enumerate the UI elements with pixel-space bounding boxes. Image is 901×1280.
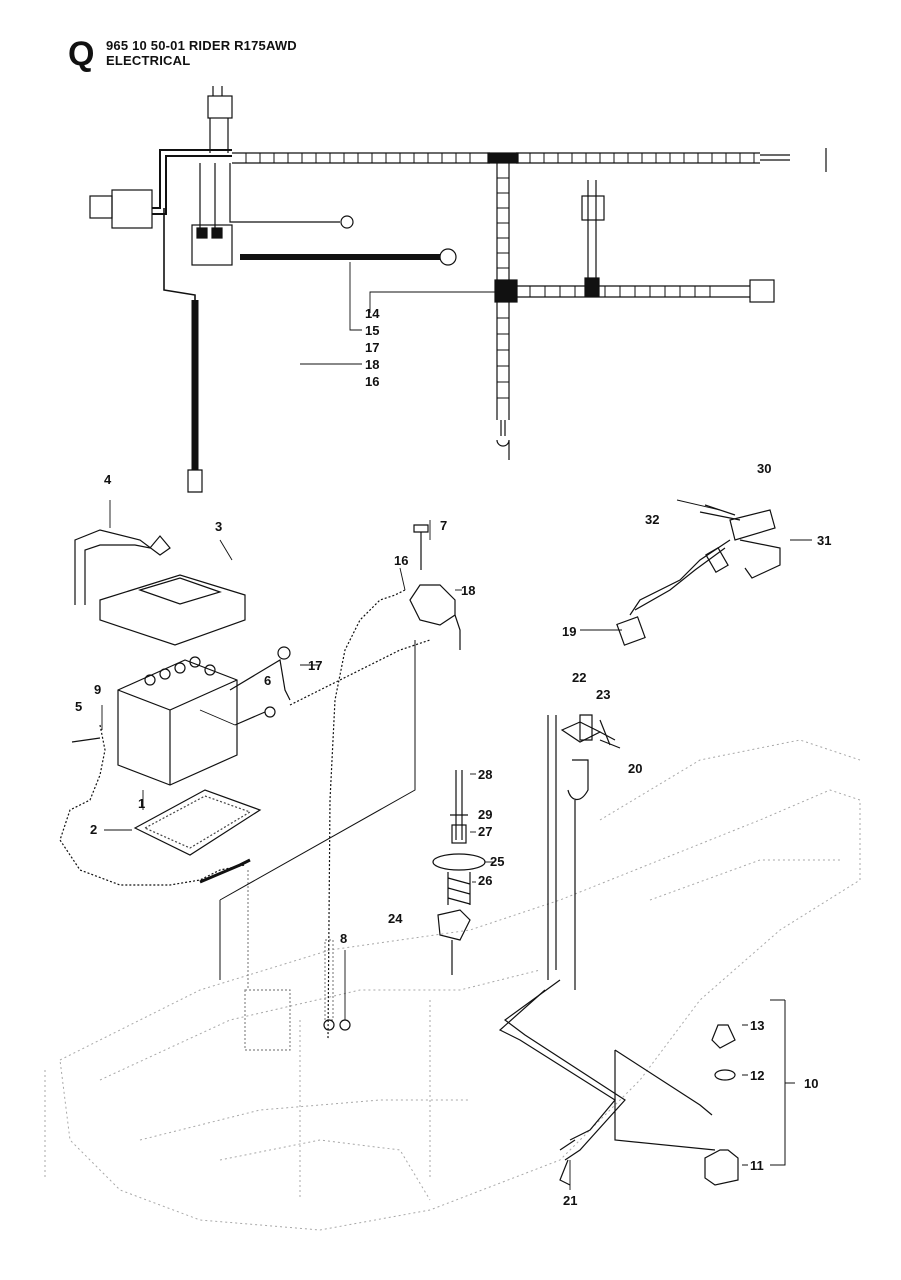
- callout-18b: 18: [461, 583, 475, 598]
- callout-17: 17: [365, 340, 379, 355]
- callout-9: 9: [94, 682, 101, 697]
- section-letter: Q: [68, 35, 95, 73]
- battery-assembly: [59, 500, 431, 1051]
- callout-19: 19: [562, 624, 576, 639]
- callout-17b: 17: [308, 658, 322, 673]
- wiring-harness: [89, 86, 827, 493]
- callout-23: 23: [596, 687, 610, 702]
- model-title: 965 10 50-01 RIDER R175AWD: [106, 38, 297, 53]
- chassis-outline: [44, 739, 861, 1231]
- callout-25: 25: [490, 854, 504, 869]
- callout-10: 10: [804, 1076, 818, 1091]
- callout-2: 2: [90, 822, 97, 837]
- callout-6: 6: [264, 673, 271, 688]
- callout-1: 1: [138, 796, 145, 811]
- callout-26: 26: [478, 873, 492, 888]
- callout-32: 32: [645, 512, 659, 527]
- callout-13: 13: [750, 1018, 764, 1033]
- callout-24: 24: [388, 911, 403, 926]
- seat-switch-assembly: [432, 714, 626, 1190]
- callout-28: 28: [478, 767, 492, 782]
- callout-30: 30: [757, 461, 771, 476]
- callout-labels: 14 15 17 18 16 30 32 31 19 4 3 7 16 18 1…: [75, 306, 831, 1208]
- sensor-assembly: [614, 999, 795, 1186]
- callout-20: 20: [628, 761, 642, 776]
- callout-31: 31: [817, 533, 831, 548]
- callout-16b: 16: [394, 553, 408, 568]
- callout-12: 12: [750, 1068, 764, 1083]
- callout-14: 14: [365, 306, 380, 321]
- switch-assembly: [580, 499, 812, 646]
- callout-7: 7: [440, 518, 447, 533]
- callout-8: 8: [340, 931, 347, 946]
- section-title: ELECTRICAL: [106, 53, 191, 68]
- callout-5: 5: [75, 699, 82, 714]
- callout-3: 3: [215, 519, 222, 534]
- page-header: Q 965 10 50-01 RIDER R175AWD ELECTRICAL: [58, 32, 458, 80]
- callout-15: 15: [365, 323, 379, 338]
- callout-4: 4: [104, 472, 112, 487]
- callout-16: 16: [365, 374, 379, 389]
- callout-29: 29: [478, 807, 492, 822]
- callout-21: 21: [563, 1193, 577, 1208]
- callout-22: 22: [572, 670, 586, 685]
- callout-11: 11: [750, 1158, 764, 1173]
- solenoid-assembly: [323, 520, 462, 1041]
- callout-18: 18: [365, 357, 379, 372]
- callout-27: 27: [478, 824, 492, 839]
